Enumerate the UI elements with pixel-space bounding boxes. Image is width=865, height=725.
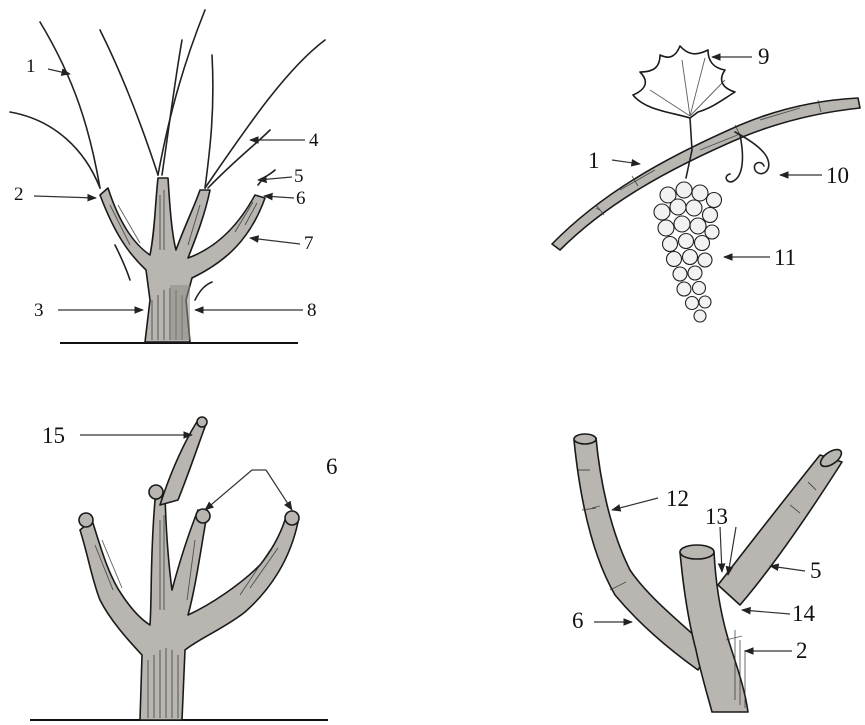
grape-bunch (654, 182, 722, 322)
label-2-detail: 2 (796, 638, 808, 663)
label-7: 7 (304, 233, 314, 254)
label-14: 14 (792, 601, 816, 626)
label-2: 2 (14, 184, 24, 205)
label-6-detail: 6 (572, 608, 584, 633)
label-13: 13 (705, 504, 728, 529)
label-1-shoot: 1 (588, 148, 600, 173)
panel-bottom-right-detail: 12 13 5 14 6 2 (572, 434, 844, 712)
label-5: 5 (294, 166, 304, 187)
leaf-petiole (690, 118, 692, 150)
panel-top-left-vine: 1 2 3 4 5 6 7 8 (10, 10, 325, 343)
center-spur-cut (680, 545, 714, 559)
label-10: 10 (826, 163, 849, 188)
panel-top-right-shoot: 9 1 10 11 (552, 44, 860, 322)
label-6: 6 (296, 188, 306, 209)
label-15: 15 (42, 423, 65, 448)
label-3: 3 (34, 300, 44, 321)
label-5-detail: 5 (810, 558, 822, 583)
label-12: 12 (666, 486, 689, 511)
label-9: 9 (758, 44, 770, 69)
label-4: 4 (309, 130, 319, 151)
trunk-shadow (170, 285, 190, 340)
label-6-pruned: 6 (326, 454, 338, 479)
left-cane-cut (574, 434, 596, 444)
label-11: 11 (774, 245, 796, 270)
right-shoot-5 (718, 455, 842, 605)
label-8: 8 (307, 300, 317, 321)
panel-bottom-left-pruned-vine: 15 6 (30, 417, 338, 720)
label-1: 1 (26, 56, 36, 77)
spur-15 (160, 420, 206, 505)
pruned-trunk (80, 495, 298, 720)
